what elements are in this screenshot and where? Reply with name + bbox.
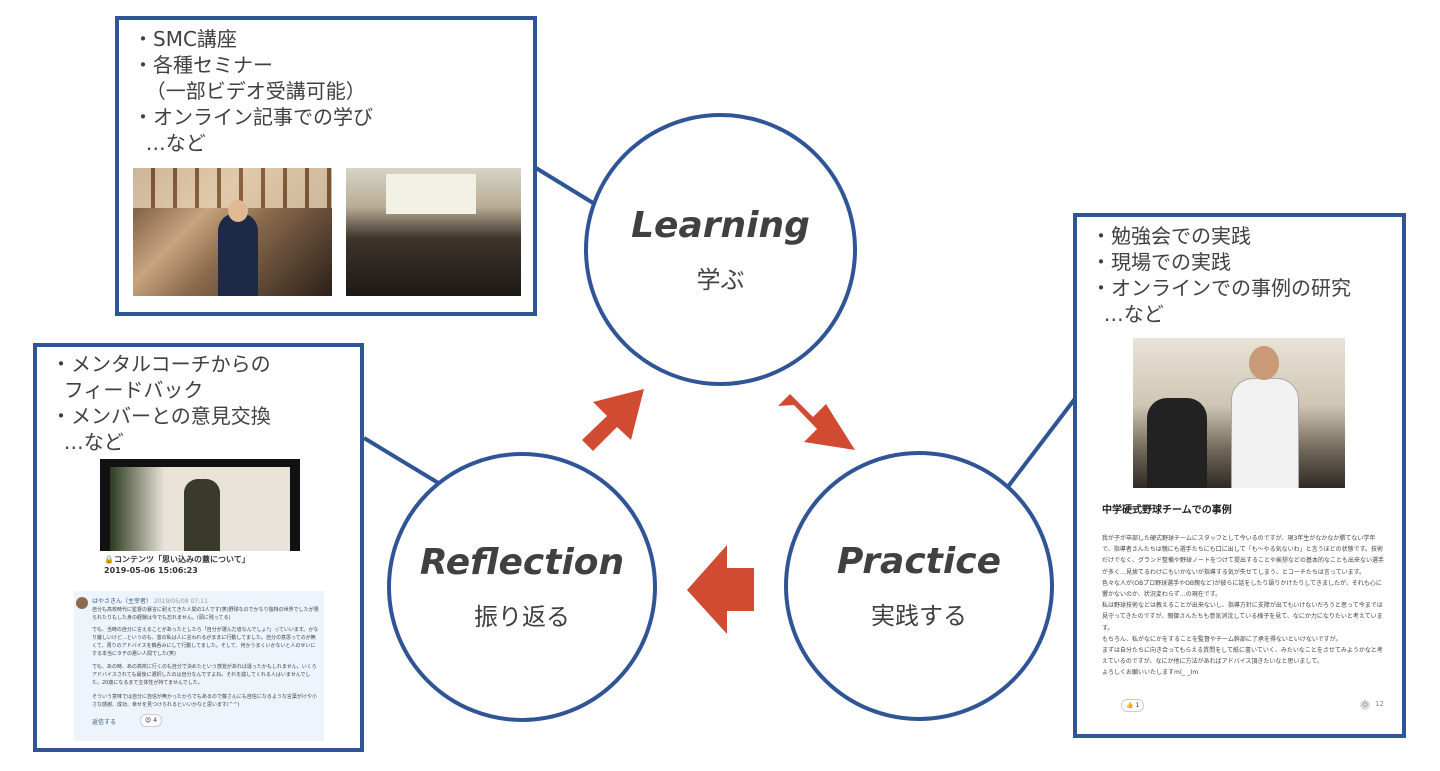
seminar-photo [133,168,332,296]
practice-bullets: ・勉強会での実践 ・現場での実践 ・オンラインでの事例の研究 …など [1091,224,1351,326]
comment-icon[interactable]: ○ [1360,700,1370,710]
video-title[interactable]: 🔒コンテンツ「思い込みの蓋について」 [104,555,250,564]
avatar [76,597,88,609]
reflection-subtitle: 振り返る [474,603,570,631]
arrow-learning-to-practice [778,394,855,450]
comment-paragraph-3: でも、あの時、あの高校に行くのも自分で決めたという感覚があれば違ったかもしれませ… [92,664,317,686]
arrow-reflection-to-learning [582,389,644,451]
reflection-bullets: ・メンタルコーチからの フィードバック ・メンバーとの意見交換 …など [51,352,271,454]
like-badge[interactable]: 👍 1 [1121,699,1145,712]
learning-subtitle: 学ぶ [696,265,745,294]
like-count: 1 [1135,702,1140,709]
audience-photo [346,168,521,296]
reaction-count: 4 [153,717,158,724]
article-body: 我が子が卒部した硬式野球チームにスタッフとして今いるのですが、現3年生がなかなか… [1102,535,1385,677]
comment-count: 12 [1375,700,1384,708]
comment-paragraph-4: そういう意味では自分に自信が無かったからでもあるので藤さんにも自信になるような言… [92,694,317,708]
article-title: 中学硬式野球チームでの事例 [1102,505,1232,516]
practice-photo [1133,338,1345,488]
connector-learning [534,166,600,208]
practice-circle: Practice 実践する [784,451,1054,721]
reflection-circle: Reflection 振り返る [387,452,657,722]
comment-author: はやさきん（主宰者） [92,598,153,605]
comment-paragraph-1: 自分も高校時代に監督の暴言に耐えてきた人間の1人です(笑)野球なのでかなり独特の… [92,607,319,621]
comment-date: 2019/05/08 07:11 [154,598,208,605]
connector-reflection [362,436,447,489]
arrow-practice-to-reflection [687,545,754,634]
comment-card: はやさきん（主宰者） 2019/05/08 07:11 自分も高校時代に監督の暴… [74,591,324,741]
reply-button[interactable]: 返信する [92,719,117,726]
video-thumbnail[interactable] [100,459,300,551]
heart-eyes-icon: 😍 [145,717,152,724]
reflection-info-box: ・メンタルコーチからの フィードバック ・メンバーとの意見交換 …など 🔒コンテ… [33,343,364,752]
practice-subtitle: 実践する [871,602,967,630]
thumbs-up-icon: 👍 [1126,702,1134,709]
connector-practice [1005,394,1079,490]
learning-info-box: ・SMC講座 ・各種セミナー （一部ビデオ受講可能） ・オンライン記事での学び … [115,16,537,316]
reaction-badge[interactable]: 😍 4 [140,714,163,727]
practice-info-box: ・勉強会での実践 ・現場での実践 ・オンラインでの事例の研究 …など 中学硬式野… [1073,213,1406,738]
video-date: 2019-05-06 15:06:23 [104,566,198,575]
comment-paragraph-2: でも、当時の自分に言えることがあったとしたら「自分が選んだ道なんでしょ?」ってい… [92,627,319,657]
reflection-screenshot: 🔒コンテンツ「思い込みの蓋について」 2019-05-06 15:06:23 は… [74,459,324,741]
learning-bullets: ・SMC講座 ・各種セミナー （一部ビデオ受講可能） ・オンライン記事での学び … [133,27,373,155]
learning-title: Learning [631,204,810,246]
practice-title: Practice [837,541,1001,582]
learning-circle: Learning 学ぶ [584,113,857,386]
reflection-title: Reflection [419,542,625,583]
